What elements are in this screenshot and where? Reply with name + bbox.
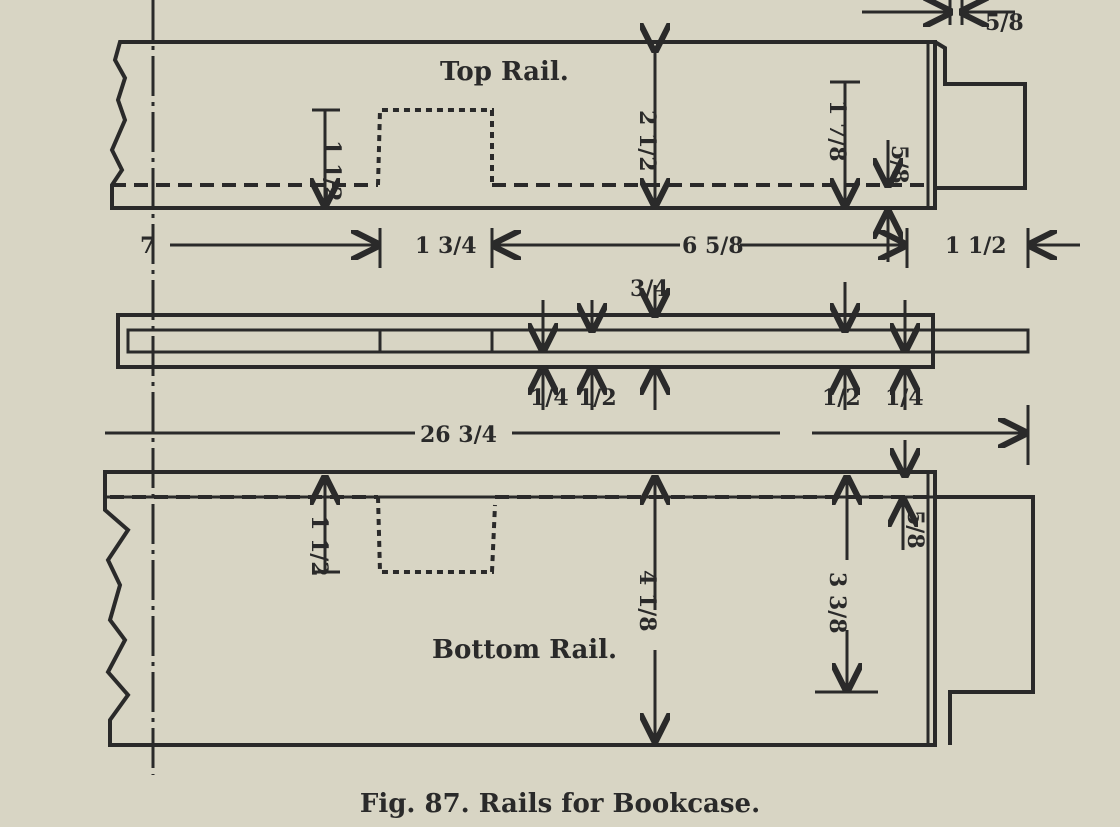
dim-seg-left: 7 xyxy=(140,233,155,259)
dim-overall-length: 26 3/4 xyxy=(420,422,497,448)
edge-view xyxy=(116,282,1030,410)
dim-top-right-gap: 5/8 xyxy=(985,10,1024,36)
dim-edge-quarter-right: 1/4 xyxy=(885,385,924,411)
dim-top-tenon-offset: 1 7/8 xyxy=(824,100,850,162)
bottom-rail-label: Bottom Rail. xyxy=(432,635,617,665)
dim-edge-half-right: 1/2 xyxy=(822,385,861,411)
dim-top-rail-width: 2 1/2 xyxy=(634,110,660,172)
dim-seg-mid: 6 5/8 xyxy=(682,233,744,259)
dim-edge-quarter-left: 1/4 xyxy=(530,385,569,411)
dim-seg-haunch: 1 3/4 xyxy=(415,233,477,259)
bottom-rail: Bottom Rail. xyxy=(103,470,1035,747)
top-rail: Top Rail. xyxy=(109,42,1027,210)
dim-bottom-tenon-shoulder: 5/8 xyxy=(902,510,928,549)
dim-bottom-groove-depth: 1 1/2 xyxy=(306,515,332,577)
dim-top-groove-depth: 1 1/2 xyxy=(319,140,345,202)
dim-bottom-rail-width: 4 1/8 xyxy=(634,570,660,632)
top-rail-label: Top Rail. xyxy=(440,57,569,87)
dim-bottom-tenon-width: 3 3/8 xyxy=(824,572,850,634)
figure-caption: Fig. 87. Rails for Bookcase. xyxy=(360,789,760,819)
dim-seg-tenon: 1 1/2 xyxy=(945,233,1007,259)
dim-top-tenon-shoulder: 5/8 xyxy=(886,145,912,184)
segment-dimension-row xyxy=(170,212,1080,268)
dim-edge-top: 3/4 xyxy=(630,276,669,302)
dim-edge-half-left: 1/2 xyxy=(578,385,617,411)
